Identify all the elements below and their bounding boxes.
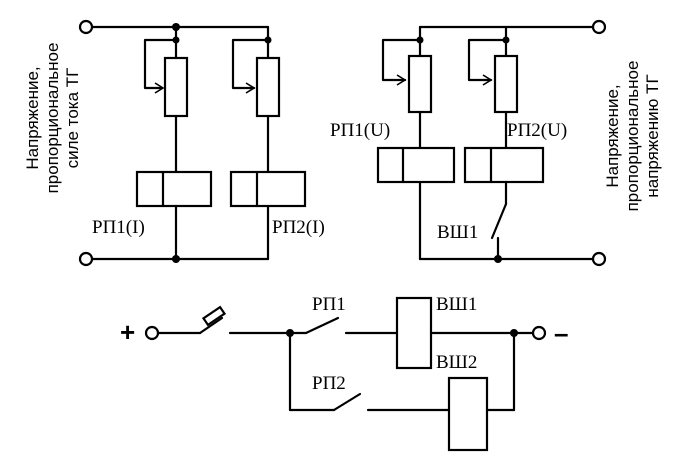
- label-vsh1-coil: ВШ1: [436, 294, 477, 315]
- right-side-caption: Напряжение, пропорциональное напряжению …: [603, 61, 662, 212]
- node-dot: [172, 36, 180, 44]
- fuse-blade: [198, 316, 224, 335]
- left-caption-line-2: пропорциональное: [43, 43, 62, 194]
- resistor-rp2-i-arrow: [245, 82, 256, 94]
- coil-vsh1: [395, 296, 433, 370]
- relay-coil-rp2-i: [229, 170, 307, 208]
- node-dot: [494, 255, 502, 263]
- right-caption-line-3: напряжению ТГ: [643, 74, 662, 197]
- current-relay-circuit: РП1(I) РП2(I): [78, 19, 325, 267]
- terminal-top-right: [591, 19, 607, 35]
- right-caption-line-2: пропорциональное: [623, 61, 642, 212]
- label-rp2-u: РП2(U): [507, 120, 567, 141]
- relay-coil-rp2-u: [463, 146, 545, 184]
- resistor-rp1-u-arrow: [396, 74, 407, 86]
- contact-rp1-blade: [304, 316, 340, 335]
- label-rp2-i: РП2(I): [272, 217, 325, 238]
- resistor-rp1-i: [163, 56, 189, 118]
- resistor-rp2-u-tap: [467, 38, 508, 82]
- left-side-caption: Напряжение, пропорциональное силе тока Т…: [23, 43, 82, 194]
- left-caption-line-1: Напряжение,: [23, 66, 42, 169]
- resistor-rp2-u: [493, 54, 519, 114]
- node-dot: [416, 36, 424, 44]
- resistor-rp2-u-arrow: [482, 74, 493, 86]
- label-vsh1-contact: ВШ1: [437, 222, 478, 243]
- label-rp1-u: РП1(U): [330, 120, 390, 141]
- contact-rp2-blade: [332, 392, 362, 412]
- node-dot: [264, 36, 272, 44]
- node-dot: [502, 36, 510, 44]
- terminal-minus: [531, 325, 547, 341]
- terminal-bottom-left: [78, 251, 94, 267]
- coil-vsh2: [447, 376, 489, 452]
- label-rp1-i: РП1(I): [92, 217, 145, 238]
- terminal-top-left: [78, 19, 94, 35]
- label-rp2: РП2: [312, 373, 346, 394]
- node-dot: [172, 23, 180, 31]
- minus-sign: –: [554, 318, 568, 348]
- resistor-rp1-i-tap: [143, 38, 178, 90]
- control-circuit: + – РП1 ВШ1 РП2 ВШ2: [120, 294, 568, 452]
- right-caption-line-1: Напряжение,: [603, 84, 622, 187]
- resistor-rp2-i: [255, 56, 281, 118]
- resistor-rp1-i-arrow: [154, 82, 165, 94]
- label-vsh2-coil: ВШ2: [436, 352, 477, 373]
- terminal-plus: [144, 325, 160, 341]
- node-dot: [172, 255, 180, 263]
- contact-vsh1-blade: [490, 202, 508, 240]
- relay-coil-rp1-i: [135, 170, 213, 208]
- fuse-link: [201, 305, 227, 327]
- left-caption-line-3: силе тока ТГ: [63, 68, 82, 169]
- plus-sign: +: [120, 317, 135, 347]
- label-rp1: РП1: [312, 294, 346, 315]
- resistor-rp1-u-tap: [381, 38, 422, 82]
- resistor-rp1-u: [407, 54, 433, 114]
- terminal-bottom-right: [591, 251, 607, 267]
- resistor-rp2-i-tap: [231, 38, 270, 90]
- relay-coil-rp1-u: [376, 146, 456, 184]
- voltage-relay-circuit: РП1(U) РП2(U) ВШ1: [330, 19, 607, 267]
